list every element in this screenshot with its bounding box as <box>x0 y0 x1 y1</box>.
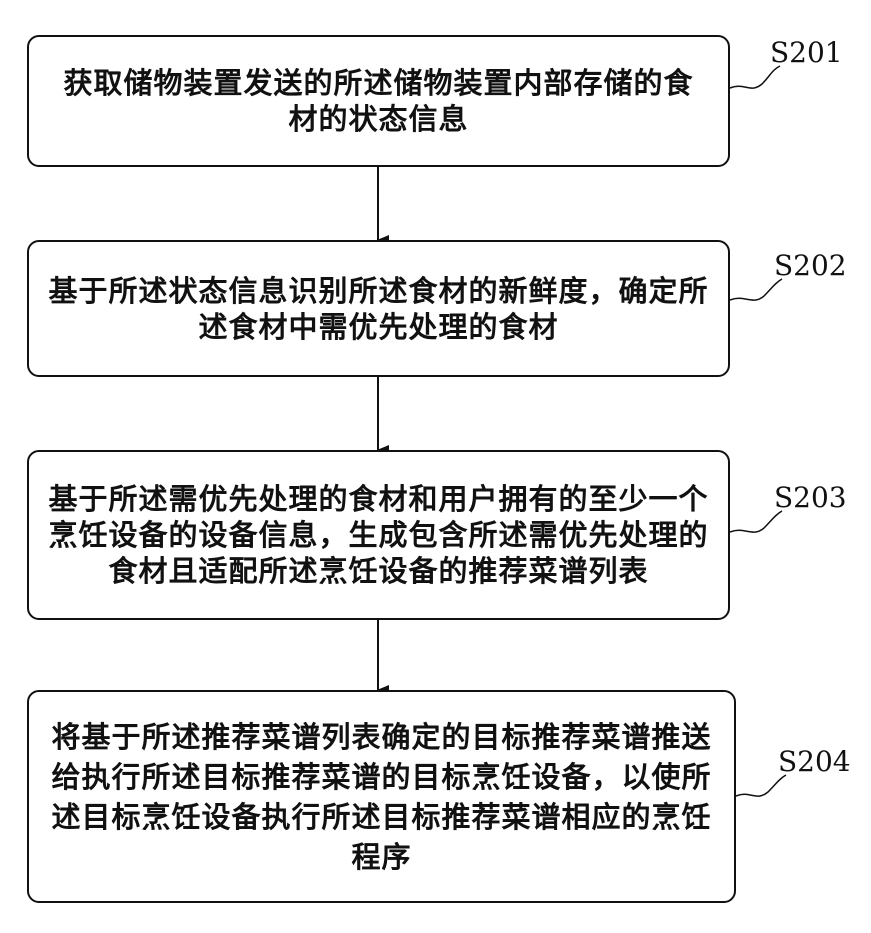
leader-line-s203 <box>730 511 782 532</box>
step-box-s202: 基于所述状态信息识别所述食材的新鲜度，确定所述食材中需优先处理的食材 <box>27 240 730 377</box>
step-text-s201: 获取储物装置发送的所述储物装置内部存储的食材的状态信息 <box>47 65 711 137</box>
step-label-s204: S204 <box>778 747 851 777</box>
step-label-s201: S201 <box>770 38 843 68</box>
step-box-s201: 获取储物装置发送的所述储物装置内部存储的食材的状态信息 <box>27 35 730 167</box>
step-text-s204: 将基于所述推荐菜谱列表确定的目标推荐菜谱推送给执行所述目标推荐菜谱的目标烹饪设备… <box>30 717 734 877</box>
step-box-s204: 将基于所述推荐菜谱列表确定的目标推荐菜谱推送给执行所述目标推荐菜谱的目标烹饪设备… <box>27 690 736 903</box>
step-text-s203: 基于所述需优先处理的食材和用户拥有的至少一个烹饪设备的设备信息，生成包含所述需优… <box>32 481 726 589</box>
step-label-s203: S203 <box>774 483 847 513</box>
step-label-s202: S202 <box>774 251 847 281</box>
leader-line-s202 <box>730 279 782 300</box>
step-text-s202: 基于所述状态信息识别所述食材的新鲜度，确定所述食材中需优先处理的食材 <box>37 273 721 345</box>
leader-line-s201 <box>730 66 780 88</box>
leader-line-s204 <box>736 775 786 796</box>
step-box-s203: 基于所述需优先处理的食材和用户拥有的至少一个烹饪设备的设备信息，生成包含所述需优… <box>27 450 730 620</box>
